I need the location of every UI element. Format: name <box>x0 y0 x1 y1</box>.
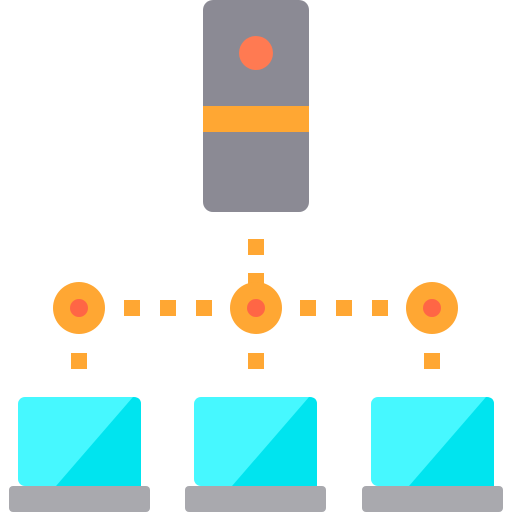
node-center <box>423 299 441 317</box>
laptop-base <box>9 486 150 512</box>
network-node-left <box>53 282 105 334</box>
server-link-connector <box>248 239 264 289</box>
connector-dot <box>248 353 264 369</box>
connector-dot <box>124 300 140 316</box>
connector-dot <box>248 239 264 255</box>
node-center <box>70 299 88 317</box>
laptop-base <box>362 486 503 512</box>
horizontal-link-left <box>124 300 212 316</box>
connector-dot <box>424 353 440 369</box>
connector-dot <box>160 300 176 316</box>
server-status-light <box>239 36 273 70</box>
connector-dot <box>196 300 212 316</box>
connector-dot <box>372 300 388 316</box>
connector-dot <box>300 300 316 316</box>
connector-dot <box>336 300 352 316</box>
connector-dot <box>71 353 87 369</box>
laptop-screen-shade <box>56 397 141 486</box>
server-stripe <box>203 106 309 132</box>
network-node-center <box>230 282 282 334</box>
server-icon <box>203 0 309 212</box>
laptop-link-connectors <box>71 353 440 369</box>
laptop-icon-right <box>362 397 503 512</box>
horizontal-link-right <box>300 300 388 316</box>
laptop-screen-shade <box>232 397 317 486</box>
laptop-icon-left <box>9 397 150 512</box>
laptop-base <box>185 486 326 512</box>
laptop-screen-shade <box>409 397 494 486</box>
laptop-icon-center <box>185 397 326 512</box>
node-center <box>247 299 265 317</box>
network-node-right <box>406 282 458 334</box>
